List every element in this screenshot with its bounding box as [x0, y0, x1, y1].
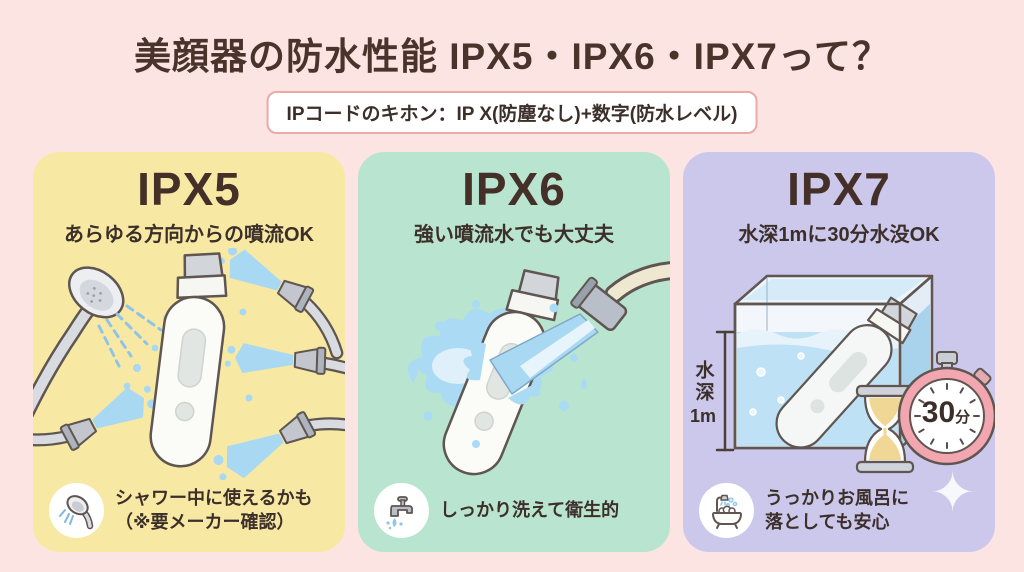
ipx7-footer: うっかりお風呂に 落としても安心 — [699, 483, 987, 538]
timer-label: 30分 — [921, 396, 971, 429]
ipx6-illustration — [407, 261, 670, 476]
rating-cards-row: IPX5 あらゆる方向からの噴流OK — [33, 152, 995, 552]
ipx5-rating: IPX5 — [137, 163, 241, 215]
ip-code-legend: IPコードのキホン：IP X(防塵なし)+数字(防水レベル) — [266, 91, 758, 134]
ipx5-description: あらゆる方向からの噴流OK — [64, 224, 314, 246]
ipx7-description: 水深1mに30分水没OK — [738, 224, 940, 246]
ipx5-note: シャワー中に使えるかも （※要メーカー確認） — [115, 488, 313, 532]
water-depth-label: 水深 1m — [689, 360, 716, 426]
bathtub-icon — [699, 483, 754, 538]
ipx7-note: うっかりお風呂に 落としても安心 — [765, 488, 909, 532]
ipx7-illustration — [715, 274, 995, 474]
hourglass-illustration — [855, 384, 915, 474]
facial-device-illustration — [149, 252, 228, 468]
ipx6-footer: しっかり洗えて衛生的 — [374, 483, 662, 538]
card-ipx6: IPX6 強い噴流水でも大丈夫 — [358, 152, 670, 552]
shower-head-illustration — [68, 266, 125, 319]
ipx6-note: しっかり洗えて衛生的 — [440, 499, 620, 520]
card-ipx7: IPX7 水深1mに30分水没OK — [683, 152, 995, 552]
ipx6-description: 強い噴流水でも大丈夫 — [414, 224, 614, 246]
faucet-icon — [374, 483, 429, 538]
stopwatch-illustration — [897, 351, 995, 466]
shower-head-icon — [49, 483, 104, 538]
sparkle-icon: ✦ — [930, 463, 976, 523]
card-ipx5: IPX5 あらゆる方向からの噴流OK — [33, 152, 345, 552]
ipx5-illustration — [33, 248, 345, 480]
ipx7-rating: IPX7 — [787, 163, 891, 215]
ipx6-rating: IPX6 — [462, 163, 566, 215]
page-title: 美顔器の防水性能 IPX5・IPX6・IPX7って？ — [133, 36, 891, 77]
ipx5-footer: シャワー中に使えるかも （※要メーカー確認） — [49, 483, 337, 538]
